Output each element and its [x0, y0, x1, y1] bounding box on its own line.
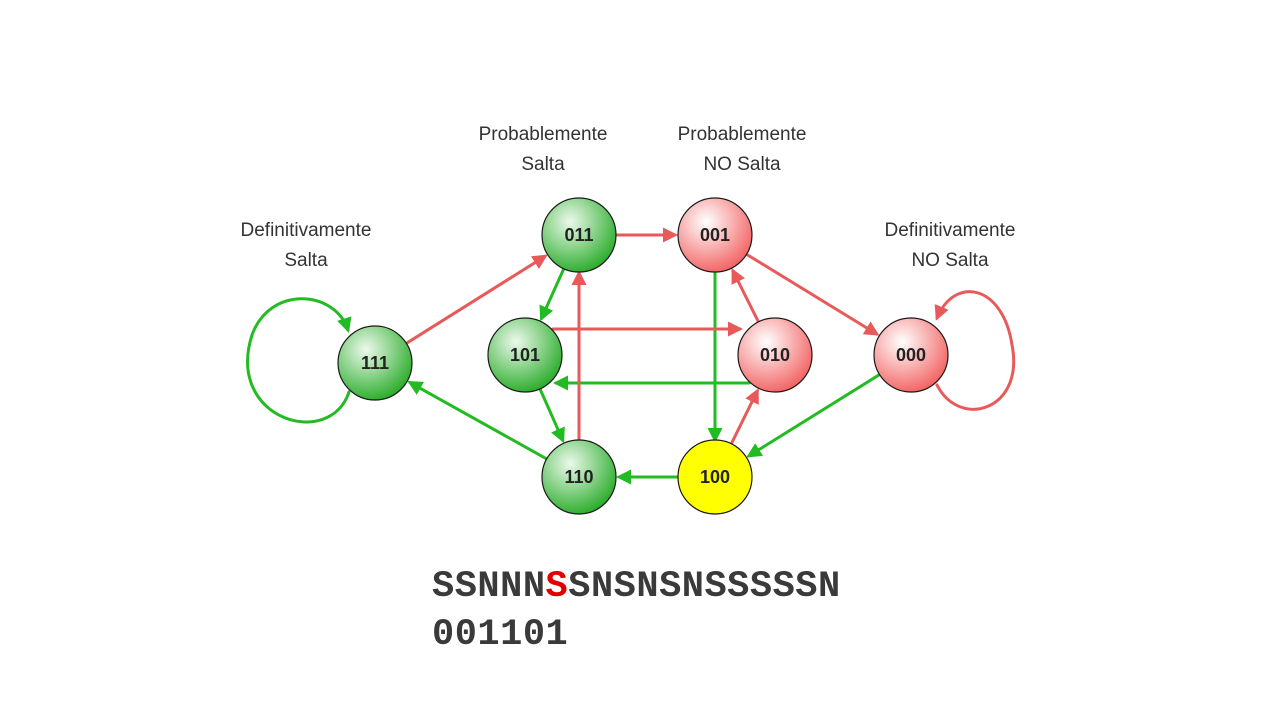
caption-definitivamente-no-salta: Definitivamente NO Salta [885, 216, 1016, 276]
caption-line: Salta [521, 154, 565, 175]
transition-011-to-101 [539, 268, 565, 322]
transition-000-to-100 [746, 373, 881, 458]
caption-line: Probablemente [478, 124, 608, 145]
caption-probablemente-salta: Probablemente Salta [479, 120, 608, 180]
state-label: 110 [564, 467, 593, 487]
state-label: 010 [760, 345, 790, 365]
state-circle [677, 439, 753, 515]
state-000: 000 [873, 317, 949, 393]
state-label: 000 [896, 345, 926, 365]
state-110: 110 [541, 439, 617, 515]
state-label: 111 [361, 353, 389, 373]
caption-line: Salta [284, 250, 328, 271]
state-100: 100 [677, 439, 753, 515]
state-circle [677, 197, 753, 273]
caption-probablemente-no-salta: Probablemente NO Salta [678, 120, 807, 180]
states-layer: 111 011 101 110 001 010 000 100 [337, 197, 949, 515]
branch-outcome-sequence: SSNNNSSNSNSNSSSSSN [432, 566, 841, 608]
transition-110-to-111 [407, 381, 548, 460]
caption-line: Definitivamente [884, 220, 1016, 241]
history-register: 001101 [432, 614, 569, 656]
caption-line: Probablemente [677, 124, 807, 145]
caption-line: NO Salta [911, 250, 989, 271]
caption-line: Definitivamente [240, 220, 372, 241]
state-011: 011 [541, 197, 617, 273]
state-001: 001 [677, 197, 753, 273]
state-label: 101 [510, 345, 540, 365]
state-label: 011 [564, 225, 593, 245]
state-label: 001 [700, 225, 730, 245]
state-circle [487, 317, 563, 393]
transition-101-to-110 [538, 388, 565, 444]
transitions-layer [246, 227, 1016, 485]
caption-line: NO Salta [703, 154, 781, 175]
state-circle [337, 325, 413, 401]
transition-111-to-011 [405, 254, 548, 345]
state-circle [541, 439, 617, 515]
sequence-current-outcome: S [545, 566, 569, 608]
state-circle [873, 317, 949, 393]
caption-definitivamente-salta: Definitivamente Salta [241, 216, 372, 276]
transition-001-to-000 [745, 253, 880, 336]
transition-000-to-000 [934, 290, 1016, 411]
sequence-after: SNSNSNSSSSSN [568, 566, 841, 608]
transition-010-to-001 [731, 268, 760, 323]
transition-100-to-010 [730, 388, 759, 445]
state-010: 010 [737, 317, 813, 393]
state-111: 111 [337, 325, 413, 401]
transition-111-to-111 [246, 297, 352, 424]
sequence-before: SSNNN [432, 566, 546, 608]
state-101: 101 [487, 317, 563, 393]
state-circle [541, 197, 617, 273]
state-label: 100 [700, 467, 730, 487]
state-circle [737, 317, 813, 393]
